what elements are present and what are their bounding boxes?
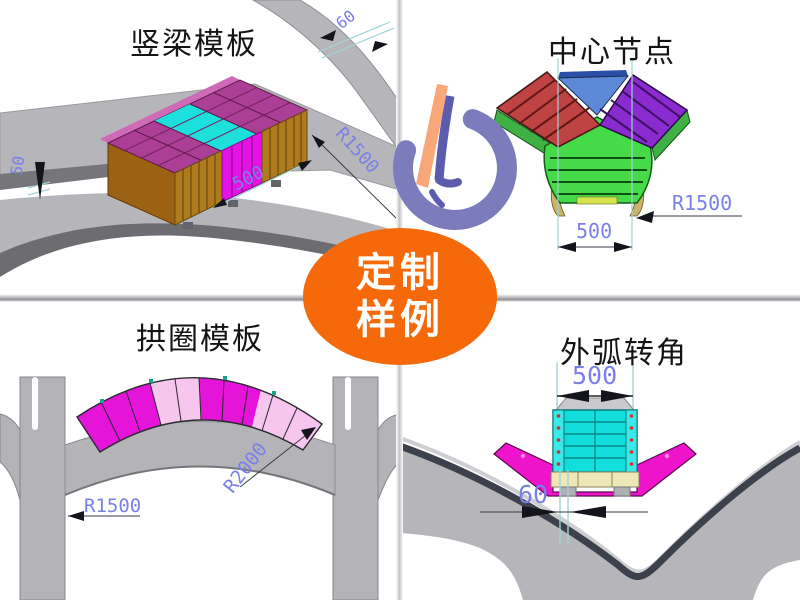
beam-formwork-model — [100, 76, 309, 229]
dimension-annotations — [27, 21, 400, 223]
dimension-annotations — [480, 362, 648, 545]
panel-arch-formwork: 拱圈模板 R1500 R2000 — [0, 300, 400, 600]
center-node-model — [493, 70, 691, 217]
badge-line-1: 定制 — [356, 250, 444, 295]
dim-label-50: 50 — [6, 154, 29, 177]
dim-label-r1500: R1500 — [84, 495, 142, 517]
dimension-annotations — [557, 58, 742, 252]
logo-stem — [434, 95, 455, 181]
dimension-annotations — [68, 427, 316, 521]
badge-line-2: 样例 — [356, 297, 444, 342]
panel-title: 竖梁模板 — [130, 28, 258, 61]
arch-formwork-drawing — [0, 376, 400, 600]
panel-title: 中心节点 — [548, 36, 676, 69]
logo-stem-foot — [435, 176, 462, 188]
center-node-drawing — [493, 58, 742, 252]
logo-leaf — [416, 84, 448, 188]
custom-sample-badge: 定制 样例 — [303, 228, 497, 365]
panel-title: 拱圈模板 — [136, 323, 264, 356]
dim-label-500: 500 — [576, 219, 613, 243]
beam-formwork-drawing — [0, 0, 400, 277]
dim-label-60: 60 — [518, 480, 549, 509]
company-logo-watermark — [392, 84, 517, 230]
panel-title: 外弧转角 — [560, 337, 688, 370]
logo-stem-tail — [429, 189, 445, 208]
panel-beam-formwork: 竖梁模板 60 50 500 R1500 — [0, 0, 400, 300]
dim-label-r1500: R1500 — [672, 191, 733, 215]
logo-swirl — [392, 109, 517, 230]
dim-label-500: 500 — [572, 361, 618, 390]
concrete-y-structure — [400, 436, 800, 600]
corner-formwork-drawing — [400, 362, 800, 600]
panel-corner-formwork: 外弧转角 500 60 — [400, 300, 800, 600]
corner-formwork-model — [493, 397, 697, 497]
concrete-arch-structure — [0, 376, 400, 600]
